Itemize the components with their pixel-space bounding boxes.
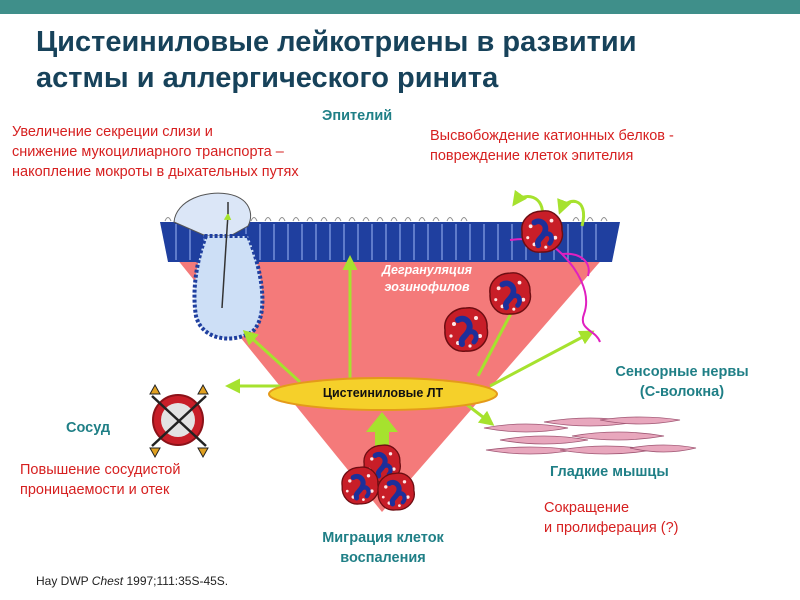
mucus-gland-icon xyxy=(173,192,265,341)
migration-line-1: Миграция клеток xyxy=(322,530,444,546)
cysteinyl-lt-ellipse xyxy=(268,377,498,411)
title-line-2: астмы и аллергического ринита xyxy=(36,62,499,94)
permeability-line-2: проницаемости и отек xyxy=(20,482,170,498)
degranulation-label: Дегрануляция эозинофилов xyxy=(372,262,482,296)
top-bar xyxy=(0,0,800,14)
vessel-icon xyxy=(149,383,209,459)
cationic-proteins-label: Высвобождение катионных белков - поврежд… xyxy=(430,126,674,166)
sensory-nerves-label: Сенсорные нервы (С-волокна) xyxy=(584,362,780,402)
cationic-line-1: Высвобождение катионных белков - xyxy=(430,128,674,144)
permeability-label: Повышение сосудистой проницаемости и оте… xyxy=(20,460,180,500)
reference-journal: Chest xyxy=(91,574,124,588)
mucus-secretion-label: Увеличение секреции слизи и снижение мук… xyxy=(12,122,299,182)
sensory-line-2: (С-волокна) xyxy=(639,384,725,400)
migration-line-2: воспаления xyxy=(340,550,426,566)
reference-details: 1997;111:35S-45S. xyxy=(123,574,229,588)
migration-label: Миграция клеток воспаления xyxy=(290,528,476,568)
migration-arrow xyxy=(366,412,398,452)
mucus-line-3: накопление мокроты в дыхательных путях xyxy=(12,164,299,180)
smooth-muscle-label: Гладкие мышцы xyxy=(550,464,669,480)
cationic-line-2: повреждение клеток эпителия xyxy=(430,148,634,164)
reference-citation: Hay DWP Chest 1997;111:35S-45S. xyxy=(36,574,228,588)
mucus-line-1: Увеличение секреции слизи и xyxy=(12,124,213,140)
contraction-label: Сокращение и пролиферация (?) xyxy=(544,498,678,538)
degranulation-line-2: эозинофилов xyxy=(384,280,470,294)
cysteinyl-lt-label: Цистеиниловые ЛТ xyxy=(322,386,444,400)
epithelium-label: Эпителий xyxy=(322,108,393,124)
contraction-line-1: Сокращение xyxy=(544,500,630,516)
contraction-line-2: и пролиферация (?) xyxy=(544,520,679,536)
page-title: Цистеиниловые лейкотриены в развитии аст… xyxy=(36,24,776,96)
smooth-muscle-icon xyxy=(483,416,697,455)
sensory-line-1: Сенсорные нервы xyxy=(615,364,749,380)
permeability-line-1: Повышение сосудистой xyxy=(20,462,181,478)
reference-authors: Hay DWP xyxy=(36,574,92,588)
degranulation-line-1: Дегрануляция xyxy=(382,263,472,277)
mucus-line-2: снижение мукоцилиарного транспорта – xyxy=(12,144,284,160)
vessel-label: Сосуд xyxy=(66,420,111,436)
title-line-1: Цистеиниловые лейкотриены в развитии xyxy=(36,26,637,58)
